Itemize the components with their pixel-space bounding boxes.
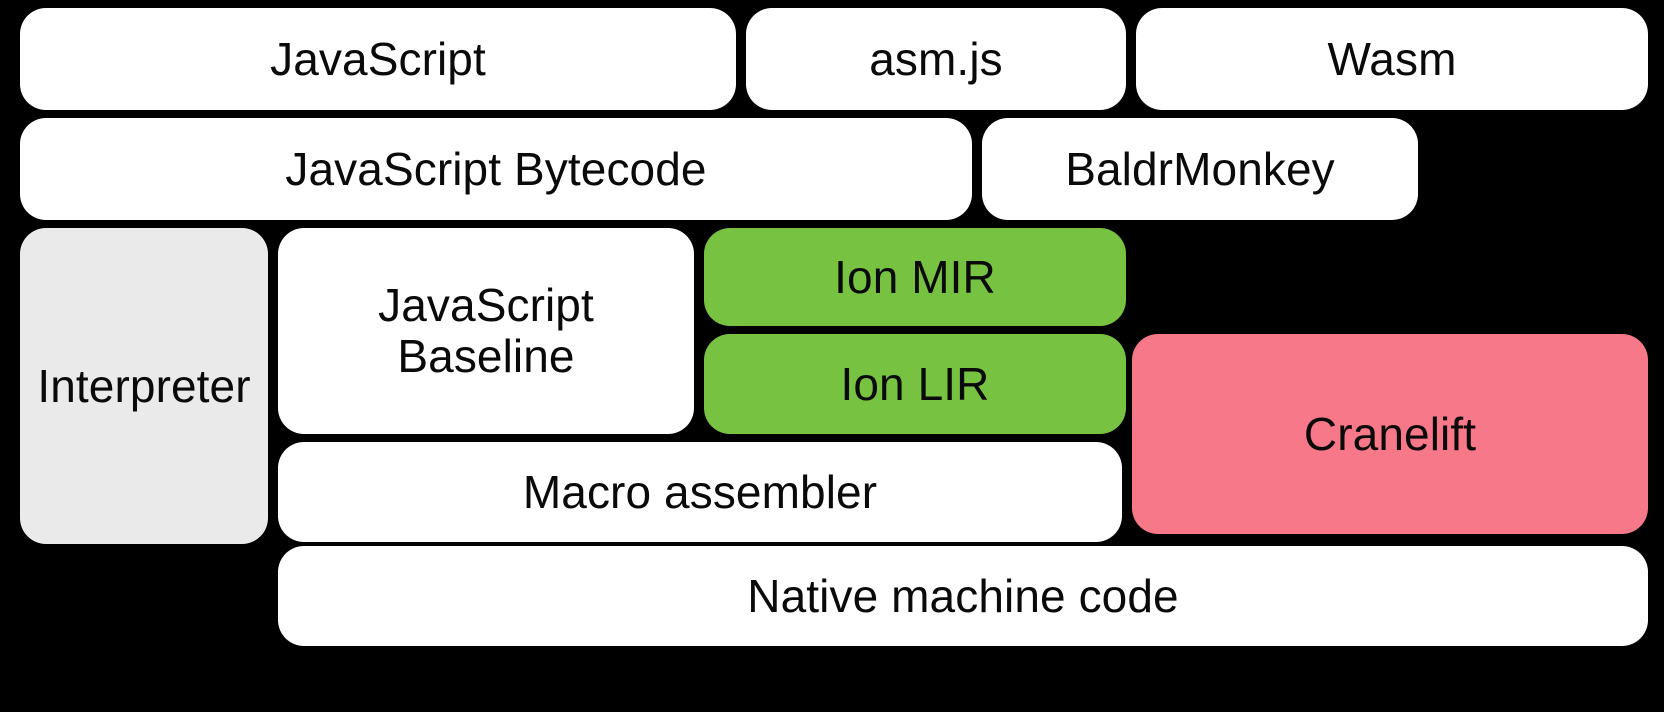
node-javascript-baseline[interactable]: JavaScript Baseline xyxy=(278,228,694,434)
node-asm-js[interactable]: asm.js xyxy=(746,8,1126,110)
node-baldrmonkey[interactable]: BaldrMonkey xyxy=(982,118,1418,220)
node-javascript[interactable]: JavaScript xyxy=(20,8,736,110)
node-native-machine-code[interactable]: Native machine code xyxy=(278,546,1648,646)
node-macro-assembler[interactable]: Macro assembler xyxy=(278,442,1122,542)
node-interpreter[interactable]: Interpreter xyxy=(20,228,268,544)
node-wasm[interactable]: Wasm xyxy=(1136,8,1648,110)
node-ion-lir[interactable]: Ion LIR xyxy=(704,334,1126,434)
node-ion-mir[interactable]: Ion MIR xyxy=(704,228,1126,326)
node-cranelift[interactable]: Cranelift xyxy=(1132,334,1648,534)
node-javascript-bytecode[interactable]: JavaScript Bytecode xyxy=(20,118,972,220)
